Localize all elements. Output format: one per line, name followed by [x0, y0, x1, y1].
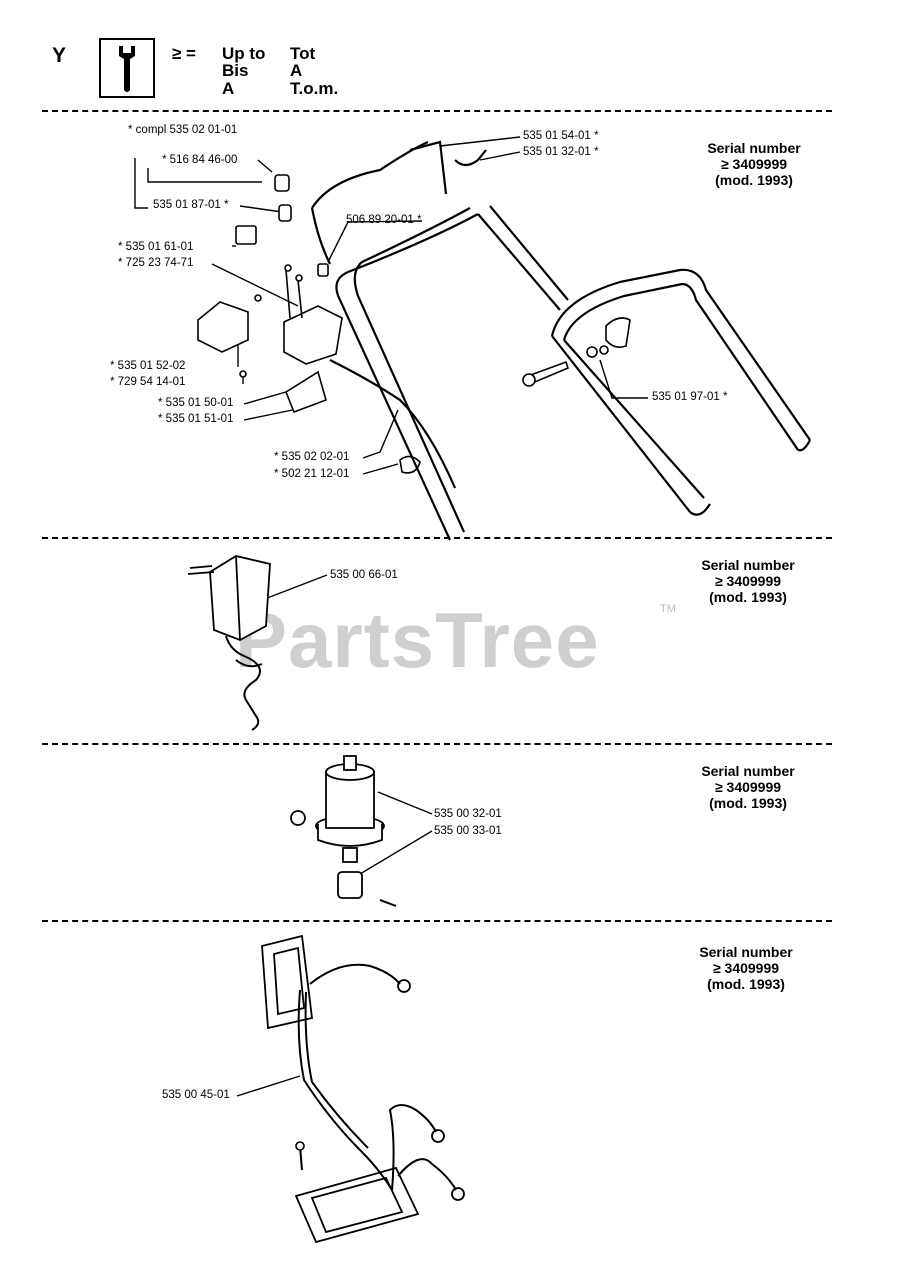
- part-label: * compl 535 02 01-01: [128, 124, 238, 136]
- header-col2-line1: Tot: [290, 44, 316, 63]
- part-label: * 535 01 51-01: [158, 413, 234, 425]
- section-divider: [42, 537, 832, 539]
- part-label: * 502 21 12-01: [274, 468, 350, 480]
- serial-line: (mod. 1993): [709, 589, 787, 605]
- serial-line: Serial number: [707, 140, 801, 156]
- part-label: * 725 23 74-71: [118, 257, 194, 269]
- part-label: 535 00 33-01: [434, 825, 502, 837]
- part-label: * 516 84 46-00: [162, 154, 238, 166]
- serial-note: Serial number ≥ 3409999 (mod. 1993): [678, 763, 818, 811]
- header-col1-line3: A: [222, 79, 235, 98]
- section-divider: [42, 110, 832, 112]
- part-label: * 535 01 50-01: [158, 397, 234, 409]
- part-label: 535 00 45-01: [162, 1089, 230, 1101]
- serial-line: ≥ 3409999: [714, 779, 782, 795]
- section-divider: [42, 920, 832, 922]
- part-label: * 535 01 61-01: [118, 241, 194, 253]
- section-divider: [42, 743, 832, 745]
- part-label: 535 01 54-01 *: [523, 130, 599, 142]
- part-label: 506 89 20-01 *: [346, 214, 422, 226]
- wrench-icon-box: [99, 38, 155, 98]
- serial-note: Serial number ≥ 3409999 (mod. 1993): [678, 557, 818, 605]
- serial-line: (mod. 1993): [709, 795, 787, 811]
- watermark-tm: TM: [660, 603, 676, 615]
- serial-line: ≥ 3409999: [712, 960, 780, 976]
- serial-line: (mod. 1993): [715, 172, 793, 188]
- serial-line: ≥ 3409999: [714, 573, 782, 589]
- section-letter: Y: [52, 44, 67, 67]
- symbol-ge-equals: ≥ =: [172, 44, 196, 63]
- header-col2-line3: T.o.m.: [290, 79, 339, 98]
- part-label: * 535 02 02-01: [274, 451, 350, 463]
- part-label: 535 00 32-01: [434, 808, 502, 820]
- part-label: * 729 54 14-01: [110, 376, 186, 388]
- part-label: 535 01 87-01 *: [153, 199, 229, 211]
- serial-line: ≥ 3409999: [720, 156, 788, 172]
- serial-note: Serial number ≥ 3409999 (mod. 1993): [676, 944, 816, 992]
- part-label: 535 01 32-01 *: [523, 146, 599, 158]
- header-col1-line1: Up to: [222, 44, 266, 63]
- wrench-icon: [119, 46, 135, 92]
- serial-line: Serial number: [699, 944, 793, 960]
- part-label: 535 01 97-01 *: [652, 391, 728, 403]
- watermark: PartsTree: [235, 596, 600, 684]
- part-label: 535 00 66-01: [330, 569, 398, 581]
- header-col1-line2: Bis: [222, 61, 249, 80]
- serial-note: Serial number ≥ 3409999 (mod. 1993): [684, 140, 824, 188]
- serial-line: (mod. 1993): [707, 976, 785, 992]
- header-col2-line2: A: [290, 61, 303, 80]
- serial-line: Serial number: [701, 763, 795, 779]
- part-label: * 535 01 52-02: [110, 360, 186, 372]
- serial-line: Serial number: [701, 557, 795, 573]
